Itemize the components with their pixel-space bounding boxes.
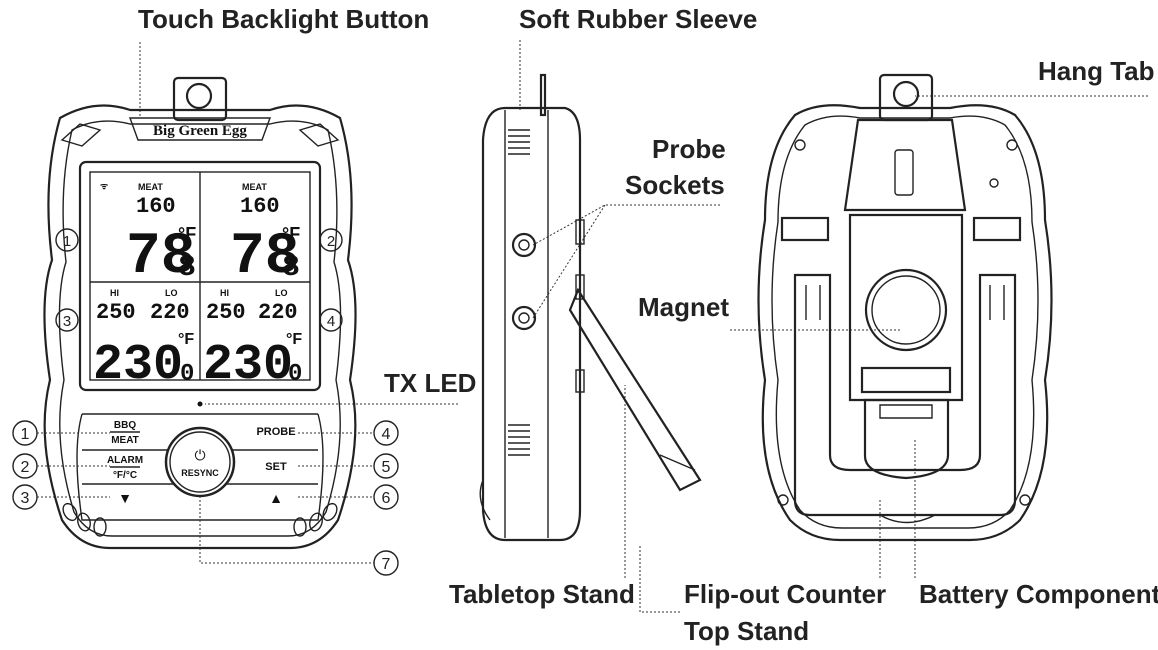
label-flipout-line1: Flip-out Counter [684, 579, 886, 609]
channel-4: 4 [327, 313, 335, 330]
brand-name: Big Green Egg [153, 123, 247, 139]
label-flipout-line2: Top Stand [684, 616, 809, 646]
magnet-slot [860, 366, 952, 394]
probe-socket-1[interactable] [511, 232, 537, 258]
label-magnet: Magnet [638, 292, 729, 322]
alarm-unit-button[interactable]: ALARM °F/°C [107, 455, 143, 481]
callout-3: 3 [21, 490, 30, 507]
grip-top-right [298, 123, 340, 147]
channel-3: 3 [63, 313, 71, 330]
callout-2: 2 [21, 459, 30, 476]
channel-1: 1 [63, 233, 71, 250]
callout-4: 4 [382, 426, 391, 443]
hi-value-2: 250 [206, 300, 246, 325]
back-clip [843, 118, 967, 212]
lo-value-2: 220 [258, 300, 298, 325]
side-body [481, 106, 582, 542]
down-button[interactable]: ▼ [118, 490, 132, 506]
callout-6: 6 [382, 490, 391, 507]
bottom-grips [62, 502, 338, 537]
bbq-label: BBQ [114, 420, 136, 431]
hi-value-1: 250 [96, 300, 136, 325]
meat-value-1: 160 [136, 194, 176, 219]
hi-label-2: HI [220, 288, 229, 298]
side-view [479, 73, 702, 542]
hang-tab-front [172, 76, 228, 122]
magnet-plate [848, 213, 964, 402]
lo-label-1: LO [165, 288, 178, 298]
front-body [43, 104, 357, 550]
temp-decimal-1: 8 [178, 251, 196, 285]
magnet [864, 268, 948, 352]
sleeve-ridges-bottom [508, 424, 530, 456]
slot-right [972, 216, 1022, 242]
temp-main-2: 78 [230, 225, 300, 290]
temp-big-1: 230 [93, 337, 183, 394]
icon-antenna: ᯤ [100, 181, 108, 191]
lo-value-1: 220 [150, 300, 190, 325]
temp-big-decimal-1: 0 [180, 361, 194, 388]
up-button[interactable]: ▲ [269, 490, 283, 506]
probe-socket-2[interactable] [511, 305, 537, 331]
resync-label: RESYNC [181, 468, 219, 478]
alarm-label: ALARM [107, 455, 143, 466]
label-sockets: Sockets [625, 170, 725, 200]
power-icon: ⏻ [194, 447, 205, 463]
temp-decimal-2: 8 [282, 251, 300, 285]
side-hang-tab [539, 73, 547, 117]
callout-1: 1 [21, 426, 30, 443]
front-view: Big Green Egg ᯤ MEAT 160 78 °F 8 MEAT 16… [43, 76, 357, 550]
label-soft-rubber-sleeve: Soft Rubber Sleeve [519, 4, 757, 34]
leader-lines [139, 40, 1148, 613]
sleeve-ridges-top [508, 129, 530, 155]
meat-label-2: MEAT [242, 182, 267, 192]
battery-door[interactable] [863, 398, 950, 480]
lcd-frame [78, 160, 322, 392]
unit-toggle-label: °F/°C [113, 470, 137, 481]
back-view [757, 73, 1053, 542]
set-button[interactable]: SET [265, 461, 287, 473]
label-tx-led: TX LED [384, 368, 476, 398]
unit-3: °F [178, 331, 194, 348]
temp-big-2: 230 [203, 337, 293, 394]
meat-label-1: MEAT [138, 182, 163, 192]
flipout-stand[interactable] [793, 273, 1017, 517]
callout-7: 7 [382, 556, 391, 573]
hang-tab-hole [185, 82, 213, 110]
tabletop-stand[interactable] [568, 287, 702, 492]
label-touch-backlight: Touch Backlight Button [138, 4, 429, 34]
tx-led [197, 401, 203, 407]
resync-button[interactable]: ⏻ RESYNC [164, 426, 236, 498]
back-body [757, 104, 1053, 542]
temp-main-1: 78 [126, 225, 196, 290]
brand-plate [129, 117, 271, 141]
bbq-meat-button[interactable]: BBQ MEAT [110, 420, 140, 446]
slot-left [780, 216, 830, 242]
label-probe: Probe [652, 134, 726, 164]
grip-top-left [60, 123, 102, 147]
unit-4: °F [286, 331, 302, 348]
front-callouts: 1 2 3 4 5 6 7 [12, 420, 399, 576]
label-hang-tab: Hang Tab [1038, 56, 1155, 86]
label-battery: Battery Component [919, 579, 1158, 609]
label-tabletop-stand: Tabletop Stand [449, 579, 635, 609]
meat-button-label: MEAT [111, 435, 139, 446]
callout-5: 5 [382, 459, 391, 476]
meat-value-2: 160 [240, 194, 280, 219]
lo-label-2: LO [275, 288, 288, 298]
hi-label-1: HI [110, 288, 119, 298]
unit-2: °F [282, 224, 300, 244]
probe-button[interactable]: PROBE [256, 426, 295, 438]
channel-2: 2 [327, 233, 335, 250]
temp-big-decimal-2: 0 [288, 361, 302, 388]
unit-1: °F [178, 224, 196, 244]
